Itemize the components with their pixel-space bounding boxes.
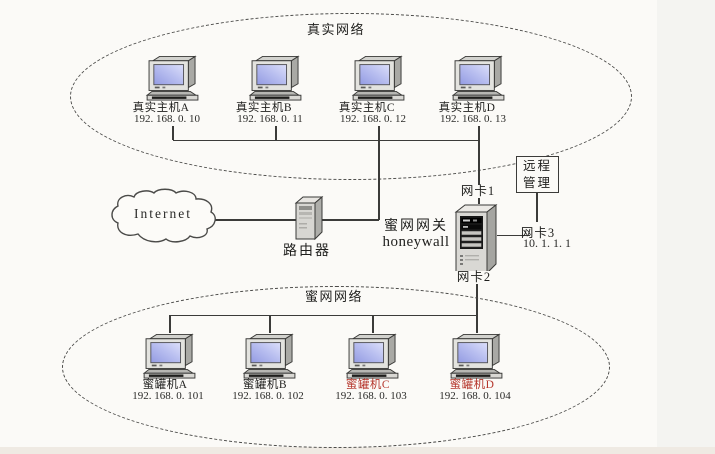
router-icon bbox=[294, 196, 324, 240]
honeynet-boundary bbox=[62, 286, 610, 448]
honeywall-gateway-icon bbox=[453, 203, 499, 275]
internet-cloud bbox=[108, 188, 220, 246]
real-host-d-to-gateway-line bbox=[478, 126, 480, 204]
computer-icon bbox=[144, 55, 202, 101]
host-name: 真实主机C bbox=[338, 102, 396, 114]
host-name: 蜜罐机C bbox=[345, 379, 391, 391]
internet-router-gateway-line bbox=[208, 219, 379, 221]
honeynet-title: 蜜网网络 bbox=[304, 289, 363, 304]
host-name: 真实主机D bbox=[438, 102, 496, 114]
host-ip: 192. 168. 0. 12 bbox=[340, 113, 406, 125]
gateway-label: 蜜网网关 honeywall bbox=[374, 219, 458, 250]
computer-icon bbox=[141, 333, 199, 379]
computer-icon bbox=[450, 55, 508, 101]
computer-icon bbox=[247, 55, 305, 101]
host-ip: 192. 168. 0. 103 bbox=[335, 390, 407, 402]
nic1-label: 网卡1 bbox=[452, 185, 504, 198]
host-ip: 192. 168. 0. 13 bbox=[440, 113, 506, 125]
real-host-b-drop-line bbox=[275, 126, 277, 140]
gateway-name-cn: 蜜网网关 bbox=[384, 219, 448, 234]
page-margin-bottom bbox=[0, 447, 715, 454]
host-name: 真实主机B bbox=[235, 102, 293, 114]
computer-icon bbox=[350, 55, 408, 101]
host-ip: 192. 168. 0. 102 bbox=[232, 390, 304, 402]
computer-icon bbox=[241, 333, 299, 379]
remote-management-line2: 管理 bbox=[522, 176, 552, 190]
host-ip: 192. 168. 0. 101 bbox=[132, 390, 204, 402]
real-host-a-drop-line bbox=[172, 126, 174, 140]
real-network-bus bbox=[173, 139, 479, 142]
host-ip: 192. 168. 0. 10 bbox=[134, 113, 200, 125]
gateway-nic3-line bbox=[497, 234, 530, 237]
computer-icon bbox=[448, 333, 506, 379]
internet-label: Internet bbox=[134, 206, 192, 221]
remote-management-box: 远程 管理 bbox=[516, 156, 559, 193]
host-name: 真实主机A bbox=[132, 102, 190, 114]
remote-management-line1: 远程 bbox=[522, 159, 552, 173]
real-network-title: 真实网络 bbox=[306, 22, 365, 37]
host-name: 蜜罐机D bbox=[449, 379, 495, 391]
page-margin-right bbox=[657, 0, 715, 454]
honeypot-b-drop-line bbox=[269, 315, 271, 333]
host-ip: 192. 168. 0. 11 bbox=[237, 113, 303, 125]
remote-management-link-line bbox=[536, 193, 538, 222]
gateway-name-en: honeywall bbox=[382, 234, 450, 250]
nic2-label: 网卡2 bbox=[448, 271, 500, 284]
host-name: 蜜罐机B bbox=[242, 379, 288, 391]
honeynet-bus bbox=[170, 314, 477, 317]
nic3-ip: 10. 1. 1. 1 bbox=[523, 236, 571, 250]
host-ip: 192. 168. 0. 104 bbox=[439, 390, 511, 402]
router-label: 路由器 bbox=[283, 244, 331, 259]
host-name: 蜜罐机A bbox=[142, 379, 188, 391]
honeypot-c-drop-line bbox=[372, 315, 374, 333]
nic3-label: 网卡3 bbox=[520, 226, 556, 240]
real-network-boundary bbox=[70, 13, 632, 180]
computer-icon bbox=[344, 333, 402, 379]
honeypot-a-drop-line bbox=[169, 315, 171, 333]
real-host-c-uplink-line bbox=[378, 126, 380, 220]
cloud-icon bbox=[111, 188, 216, 243]
